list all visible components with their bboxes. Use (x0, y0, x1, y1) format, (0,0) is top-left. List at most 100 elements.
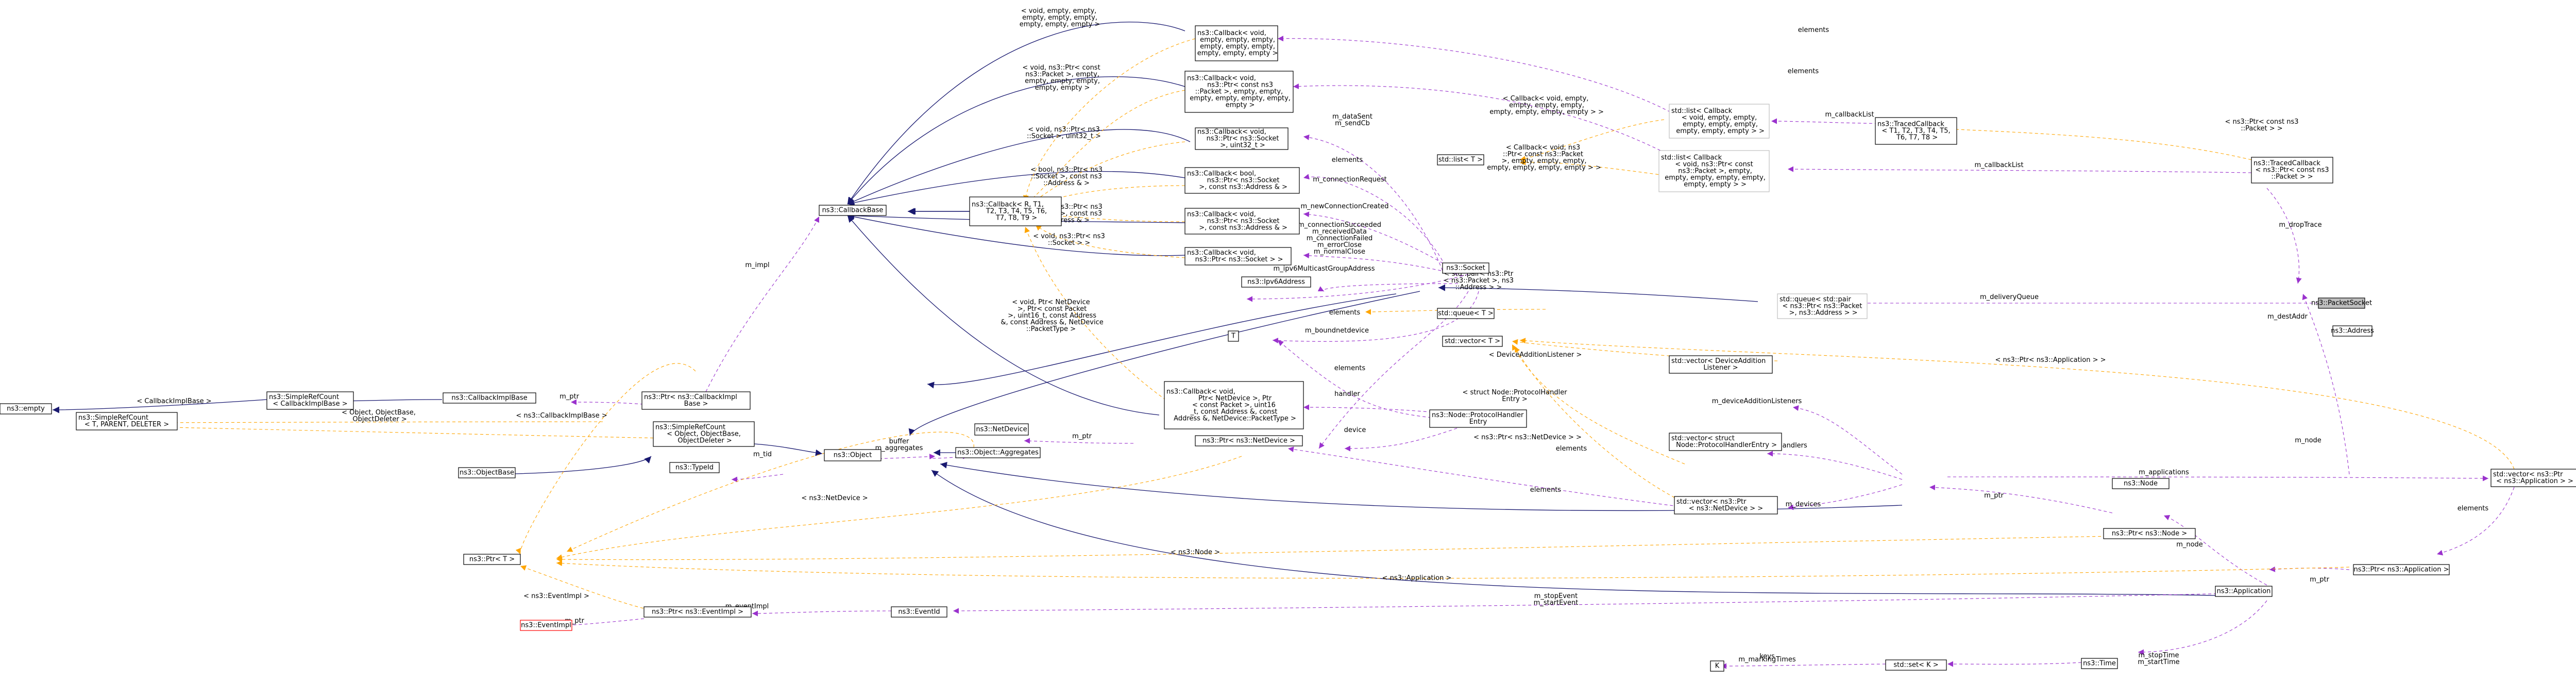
node-vec-ptr-netdevice[interactable]: std::vector< ns3::Ptr< ns3::NetDevice > … (1674, 496, 1778, 515)
node-label: ns3::Ptr< ns3::Node > (2112, 530, 2187, 538)
node-netdevice[interactable]: ns3::NetDevice (974, 423, 1029, 436)
node-label: ns3::Address (2331, 327, 2374, 335)
node-box (1710, 660, 1724, 672)
node-set-k[interactable]: std::set< K > (1885, 659, 1947, 671)
node-ptr-eventimpl[interactable]: ns3::Ptr< ns3::EventImpl > (643, 606, 752, 618)
node-label: std::vector< ns3::Ptr< ns3::Application … (2493, 471, 2573, 485)
node-label: ns3::Socket (1446, 264, 1485, 272)
node-node[interactable]: ns3::Node (2112, 478, 2170, 489)
node-label: std::list< T > (1438, 156, 1483, 164)
node-tracedcallback-ptrpacket[interactable]: ns3::TracedCallback< ns3::Ptr< const ns3… (2251, 157, 2333, 184)
edge-label-tpl-ptr-netdevice: < ns3::Ptr< ns3::NetDevice > > (1473, 434, 1582, 441)
node-simplerefcount-obj[interactable]: ns3::SimpleRefCount< Object, ObjectBase,… (653, 421, 755, 447)
edge-label-tpl-cib: < CallbackImplBase > (137, 397, 211, 405)
node-cb-void-ptrpacket[interactable]: ns3::Callback< void, ns3::Ptr< const ns3… (1184, 71, 1294, 113)
node-callbackbase[interactable]: ns3::CallbackBase (819, 205, 887, 216)
node-callback-generic[interactable]: ns3::Callback< R, T1, T2, T3, T4, T5, T6… (969, 196, 1062, 226)
node-box (1184, 208, 1300, 235)
node-vector-t[interactable]: std::vector< T > (1442, 336, 1503, 347)
node-label: std::list< Callback< void, empty, empty,… (1671, 107, 1765, 135)
node-object[interactable]: ns3::Object (824, 449, 882, 461)
node-label: std::queue< T > (1438, 310, 1494, 318)
edge-label-m-ptr-app: m_ptr (2310, 576, 2330, 584)
node-box (1184, 247, 1292, 266)
node-address[interactable]: ns3::Address (2331, 325, 2374, 337)
node-cb-void-socket-uint32[interactable]: ns3::Callback< void, ns3::Ptr< ns3::Sock… (1195, 127, 1289, 150)
node-cb-void-netdevice-long[interactable]: ns3::Callback< void, Ptr< NetDevice >, P… (1164, 381, 1304, 429)
node-vec-ptr-application[interactable]: std::vector< ns3::Ptr< ns3::Application … (2490, 469, 2576, 487)
node-box (955, 447, 1041, 458)
node-list-cb-empty[interactable]: std::list< Callback< void, empty, empty,… (1669, 104, 1770, 139)
edges-layer (52, 22, 2515, 669)
node-eventimpl[interactable]: ns3::EventImpl (520, 620, 572, 631)
node-tracedcallback-generic[interactable]: ns3::TracedCallback< T1, T2, T3, T4, T5,… (1875, 117, 1957, 145)
node-eventid[interactable]: ns3::EventId (891, 606, 947, 618)
node-ptr-t[interactable]: ns3::Ptr< T > (463, 554, 521, 565)
node-packetsocket[interactable]: ns3::PacketSocket (2311, 297, 2372, 309)
node-box (458, 467, 516, 478)
edge-label-handler: handler (1334, 390, 1360, 398)
node-box (2081, 658, 2118, 669)
node-box (1777, 293, 1868, 319)
node-label: ns3::CallbackBase (822, 207, 884, 214)
node-box (2353, 564, 2450, 575)
node-box (0, 403, 52, 414)
node-cb-void-empty[interactable]: ns3::Callback< void, empty, empty, empty… (1195, 25, 1278, 61)
edge-label-m-node-app: m_node (2176, 541, 2203, 549)
node-queue-t[interactable]: std::queue< T > (1437, 308, 1495, 319)
node-list-t[interactable]: std::list< T > (1437, 154, 1484, 165)
node-label: ns3::EventImpl (521, 622, 571, 629)
node-box (1442, 336, 1503, 347)
node-typeid[interactable]: ns3::TypeId (669, 462, 720, 473)
node-list-cb-ptrpacket[interactable]: std::list< Callback< void, ns3::Ptr< con… (1658, 150, 1770, 192)
node-objectbase[interactable]: ns3::ObjectBase (458, 467, 516, 478)
node-callbackimplbase[interactable]: ns3::CallbackImplBase (443, 392, 536, 404)
node-box (1241, 276, 1311, 288)
edge-label-m-dropTrace: m_dropTrace (2279, 221, 2321, 229)
node-label: ns3::PacketSocket (2311, 300, 2372, 307)
node-queue-pair[interactable]: std::queue< std::pair< ns3::Ptr< ns3::Pa… (1777, 293, 1868, 319)
node-label: ns3::Callback< void, Ptr< NetDevice >, P… (1166, 388, 1296, 423)
node-object-aggregates[interactable]: ns3::Object::Aggregates (955, 447, 1041, 458)
node-box (2103, 528, 2196, 539)
node-label: ns3::Ptr< ns3::NetDevice > (1202, 437, 1295, 445)
node-label: ns3::Ptr< ns3::EventImpl > (652, 608, 743, 616)
node-cb-void-socket[interactable]: ns3::Callback< void, ns3::Ptr< ns3::Sock… (1184, 247, 1292, 266)
node-empty[interactable]: ns3::empty (0, 403, 52, 414)
edge-label-device: device (1344, 426, 1366, 434)
node-label: std::vector< struct Node::ProtocolHandle… (1671, 435, 1777, 449)
node-label: ns3::Callback< void, ns3::Ptr< ns3::Sock… (1187, 211, 1287, 232)
edge-label-elements-t: elements (1329, 309, 1361, 317)
node-cb-bool-socket-address[interactable]: ns3::Callback< bool, ns3::Ptr< ns3::Sock… (1184, 167, 1300, 194)
node-simplerefcount-cib[interactable]: ns3::SimpleRefCount< CallbackImplBase > (266, 391, 354, 410)
node-label: std::vector< ns3::Ptr< ns3::NetDevice > … (1676, 498, 1763, 512)
node-ipv6address[interactable]: ns3::Ipv6Address (1241, 276, 1311, 288)
node-ptr-netdevice[interactable]: ns3::Ptr< ns3::NetDevice > (1195, 435, 1303, 446)
node-application[interactable]: ns3::Application (2215, 586, 2273, 597)
node-simplerefcount-t[interactable]: ns3::SimpleRefCount< T, PARENT, DELETER … (76, 412, 178, 430)
node-label: ns3::TypeId (675, 464, 714, 472)
edge-label-elements2: elements (1788, 68, 1819, 75)
node-t[interactable]: T (1228, 330, 1239, 342)
edge-label-m-destAddr: m_destAddr (2267, 313, 2308, 321)
node-box (1184, 167, 1300, 194)
node-time[interactable]: ns3::Time (2081, 658, 2118, 669)
node-k[interactable]: K (1710, 660, 1724, 672)
edge-label-tpl-application: < ns3::Application > (1382, 574, 1452, 582)
node-vec-protocolhandlerentry[interactable]: std::vector< struct Node::ProtocolHandle… (1669, 433, 1782, 451)
node-cb-void-socket-address[interactable]: ns3::Callback< void, ns3::Ptr< ns3::Sock… (1184, 208, 1300, 235)
node-ptr-node[interactable]: ns3::Ptr< ns3::Node > (2103, 528, 2196, 539)
node-box (266, 391, 354, 410)
node-label: ns3::Callback< void, empty, empty, empty… (1195, 29, 1278, 57)
node-ptr-application[interactable]: ns3::Ptr< ns3::Application > (2353, 564, 2450, 575)
node-socket[interactable]: ns3::Socket (1442, 262, 1489, 274)
edge-label-m-ptr-cib: m_ptr (560, 393, 580, 401)
edge-label-tpl-deviceaddition: < DeviceAdditionListener > (1489, 351, 1582, 359)
